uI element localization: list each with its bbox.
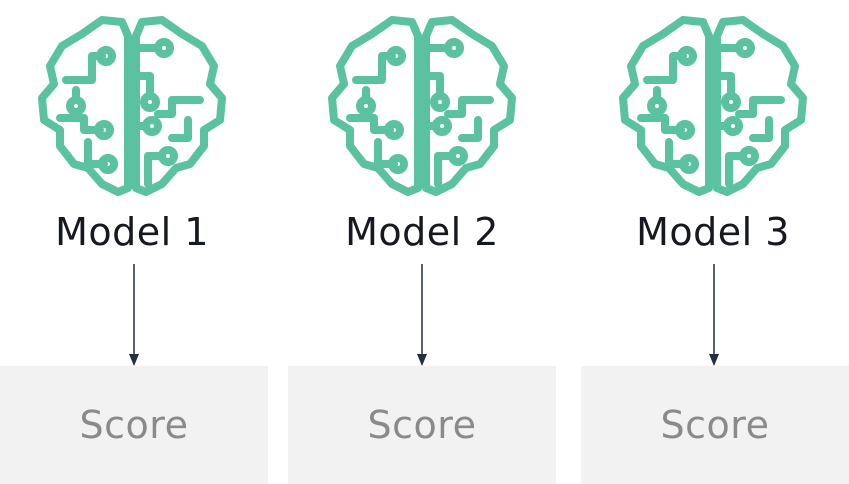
brain-circuit-icon [322, 8, 522, 198]
model-column-3: Model 3 [613, 0, 833, 484]
brain-circuit-icon [32, 8, 232, 198]
score-box: Score [288, 366, 556, 484]
arrow-down-icon [708, 264, 720, 368]
score-box: Score [581, 366, 849, 484]
score-label: Score [367, 403, 477, 447]
score-label: Score [660, 403, 770, 447]
model-column-1: Model 1 [32, 0, 252, 484]
model-column-2: Model 2 [322, 0, 542, 484]
arrow-down-icon [416, 264, 428, 368]
arrow-down-icon [128, 264, 140, 368]
model-label: Model 2 [345, 210, 499, 254]
model-label: Model 3 [636, 210, 790, 254]
model-label: Model 1 [55, 210, 209, 254]
brain-circuit-icon [613, 8, 813, 198]
score-label: Score [79, 403, 189, 447]
score-box: Score [0, 366, 268, 484]
